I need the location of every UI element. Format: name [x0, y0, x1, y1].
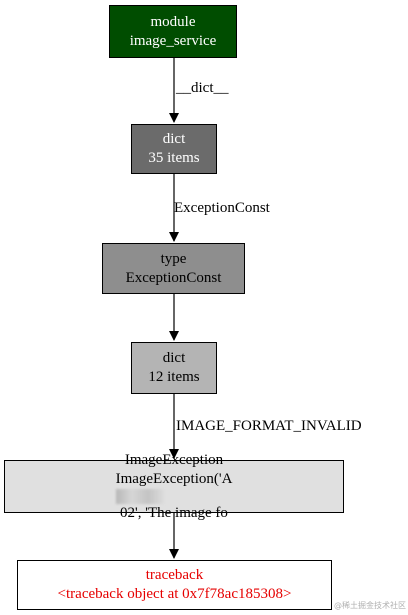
node-dict-12-items[interactable]: dict 12 items — [131, 342, 217, 394]
edge-label-image-format-invalid: IMAGE_FORMAT_INVALID — [176, 418, 362, 434]
node-imageexception[interactable]: ImageException ImageException('A 02', 'Th… — [4, 452, 344, 521]
edge-label-dict: __dict__ — [176, 80, 229, 96]
node-imageexception-repr-suffix: 02', 'The image fo — [120, 504, 228, 521]
node-imageexception-repr: ImageException('A 02', 'The image fo — [115, 470, 233, 523]
node-dict12-type: dict — [162, 350, 186, 366]
node-module-name: image_service — [129, 32, 217, 49]
node-traceback-type: traceback — [145, 567, 204, 583]
node-type-type: type — [160, 250, 187, 267]
node-module-type: module — [150, 13, 196, 30]
redaction-blur — [115, 488, 164, 504]
node-module-image-service[interactable]: module image_service — [109, 5, 237, 58]
node-imageexception-repr-prefix: ImageException('A — [115, 470, 233, 487]
node-type-name: ExceptionConst — [125, 269, 222, 286]
node-traceback[interactable]: traceback <traceback object at 0x7f78ac1… — [17, 560, 332, 610]
node-dict-35-items[interactable]: dict 35 items — [131, 124, 217, 174]
node-dict35-type: dict — [162, 131, 186, 147]
watermark: @稀土掘金技术社区 — [334, 601, 406, 610]
node-imageexception-type: ImageException — [124, 451, 224, 468]
edge-label-exceptionconst: ExceptionConst — [174, 200, 270, 216]
node-dict12-count: 12 items — [148, 369, 200, 385]
node-type-exceptionconst[interactable]: type ExceptionConst — [102, 243, 245, 294]
node-traceback-repr: <traceback object at 0x7f78ac185308> — [57, 586, 292, 602]
node-dict35-count: 35 items — [148, 150, 200, 166]
